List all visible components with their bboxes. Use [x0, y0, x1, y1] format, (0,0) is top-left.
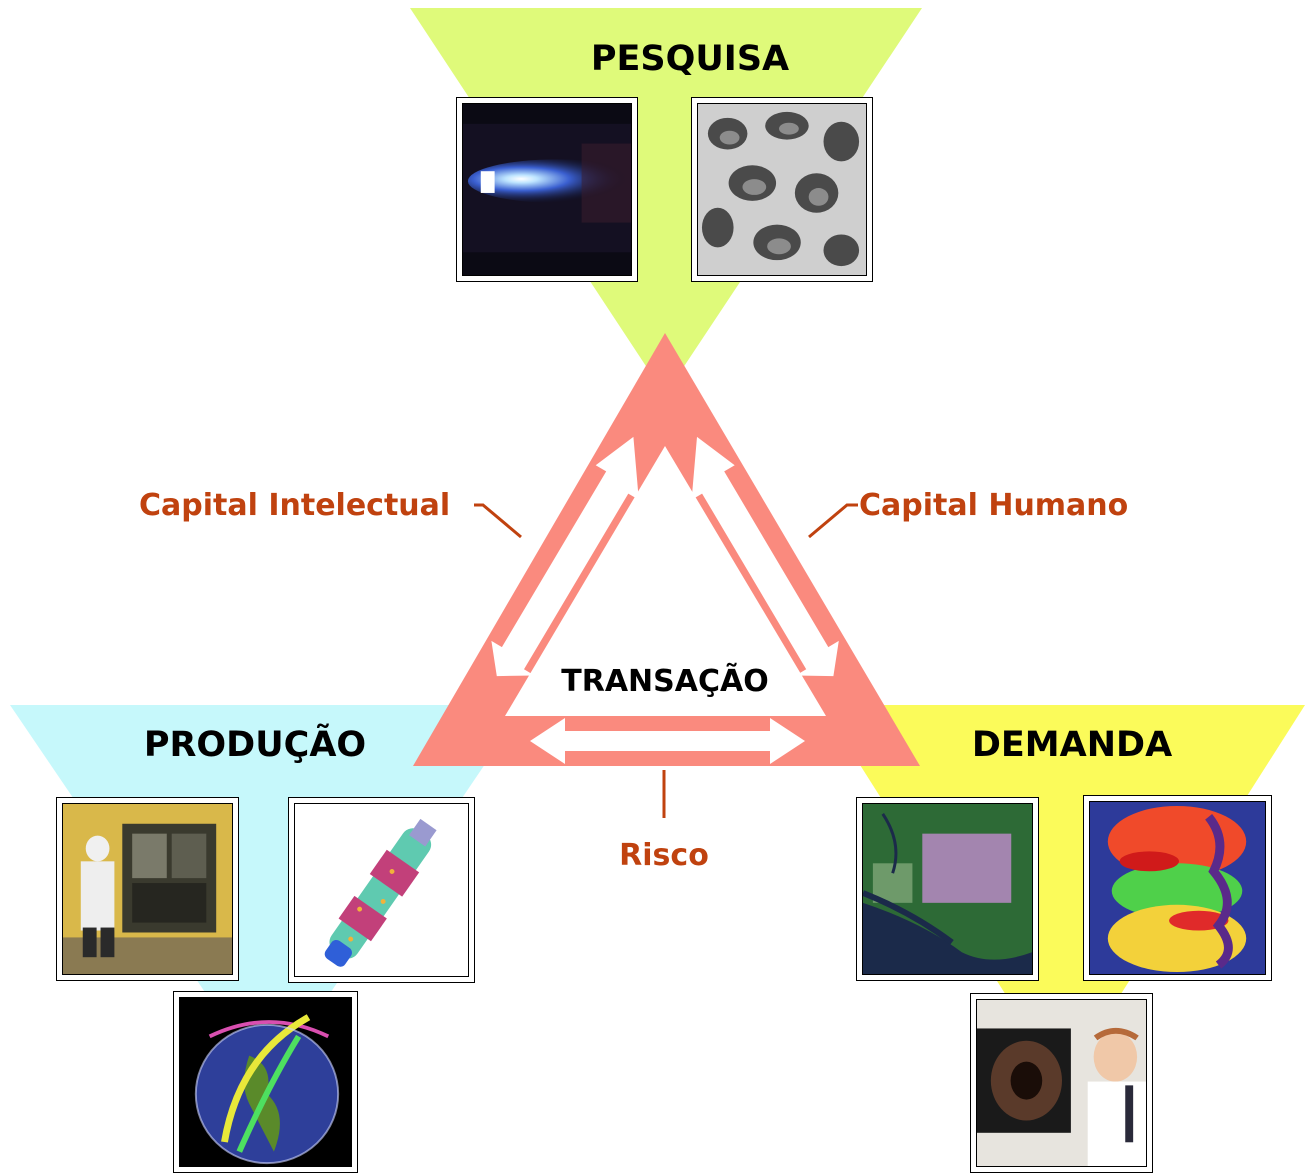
risco-label: Risco [619, 838, 709, 873]
capital-intelectual-label: Capital Intelectual [139, 488, 450, 523]
arrow-right-side [691, 436, 839, 677]
demanda-label: DEMANDA [972, 725, 1172, 765]
rocket-model-render [288, 797, 475, 983]
researcher-computer-photo [970, 993, 1153, 1173]
amazon-satellite-image [856, 797, 1039, 981]
transacao-label: TRANSAÇÃO [561, 662, 768, 699]
pesquisa-label: PESQUISA [591, 39, 789, 79]
transacao-inner [505, 446, 826, 716]
capital-humano-label: Capital Humano [859, 488, 1128, 523]
climate-globe-map [1083, 795, 1272, 981]
plasma-jet-photo [456, 97, 638, 282]
leader-capital-humano [808, 503, 858, 539]
arrow-bottom-side [530, 718, 805, 764]
satellite-assembly-photo [56, 797, 239, 981]
porous-material-micrograph [691, 97, 873, 282]
arrow-left-side [491, 436, 639, 677]
producao-label: PRODUÇÃO [144, 723, 366, 765]
orbit-globe-render [173, 991, 358, 1173]
leader-capital-intelectual [474, 503, 522, 539]
